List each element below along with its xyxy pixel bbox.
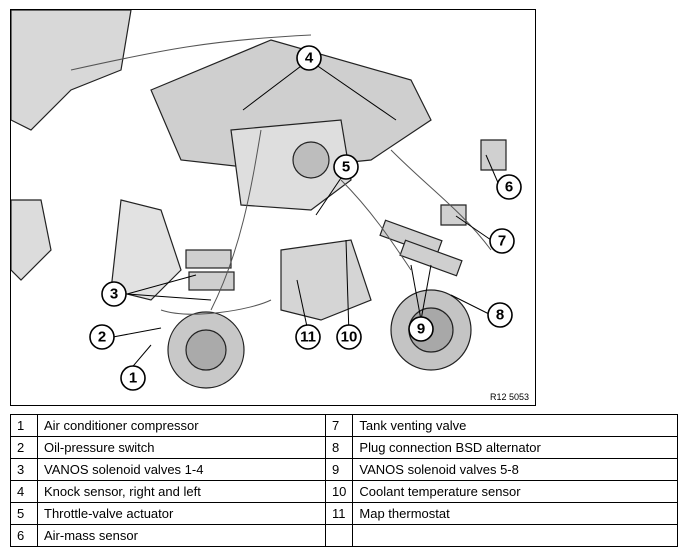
callout-1: 1 (120, 365, 146, 391)
callout-9: 9 (408, 316, 434, 342)
callout-8: 8 (487, 302, 513, 328)
legend-number: 4 (10, 480, 38, 503)
thermostat-housing (280, 239, 372, 321)
legend-number: 7 (324, 414, 354, 437)
svg-text:4: 4 (305, 50, 314, 67)
left-bracket (11, 199, 52, 281)
legend-row: 1 Air conditioner compressor 7 Tank vent… (10, 414, 678, 437)
legend-number: 10 (324, 480, 354, 503)
legend-label: Air conditioner compressor (37, 414, 326, 437)
legend-label: Oil-pressure switch (37, 436, 326, 459)
legend-row: 2 Oil-pressure switch 8 Plug connection … (10, 436, 678, 459)
throttle-body (292, 141, 330, 179)
legend-number: 9 (324, 458, 354, 481)
throttle-housing (230, 119, 352, 211)
svg-text:11: 11 (300, 329, 316, 346)
legend-row: 5 Throttle-valve actuator 11 Map thermos… (10, 502, 678, 525)
legend-number: 11 (324, 502, 354, 525)
svg-text:2: 2 (98, 329, 106, 346)
legend-number: 8 (324, 436, 354, 459)
callout-3: 3 (101, 281, 127, 307)
legend-label: Map thermostat (352, 502, 678, 525)
legend-label: Throttle-valve actuator (37, 502, 326, 525)
engine-illustration: 1 2 3 4 5 6 7 8 9 10 11 (11, 10, 522, 391)
legend-row: 6 Air-mass sensor (10, 524, 678, 547)
legend-table: 1 Air conditioner compressor 7 Tank vent… (10, 414, 678, 547)
legend-number: 3 (10, 458, 38, 481)
callout-10: 10 (336, 324, 362, 350)
air-mass-sensor-body (480, 139, 507, 171)
svg-text:6: 6 (505, 179, 513, 196)
figure-reference-code: R12 5053 (489, 392, 529, 402)
svg-text:3: 3 (110, 286, 118, 303)
svg-text:10: 10 (341, 329, 358, 346)
svg-text:7: 7 (498, 233, 506, 250)
legend-label: VANOS solenoid valves 5-8 (352, 458, 678, 481)
legend-label: Air-mass sensor (37, 524, 326, 547)
legend-number: 5 (10, 502, 38, 525)
solenoid-valve-block-left (185, 249, 232, 269)
tank-venting-valve-body (440, 204, 467, 226)
legend-row: 3 VANOS solenoid valves 1-4 9 VANOS sole… (10, 458, 678, 481)
legend-number: 2 (10, 436, 38, 459)
svg-text:5: 5 (342, 159, 350, 176)
engine-mount (110, 199, 182, 301)
svg-text:1: 1 (129, 370, 137, 387)
svg-text:9: 9 (417, 321, 425, 338)
intake-manifold (150, 39, 432, 171)
legend-label: Coolant temperature sensor (352, 480, 678, 503)
legend-number: 6 (10, 524, 38, 547)
legend-number (324, 524, 354, 547)
legend-label: Tank venting valve (352, 414, 678, 437)
callout-2: 2 (89, 324, 115, 350)
callout-7: 7 (489, 228, 515, 254)
legend-row: 4 Knock sensor, right and left 10 Coolan… (10, 480, 678, 503)
callout-4: 4 (296, 45, 322, 71)
legend-label: VANOS solenoid valves 1-4 (37, 458, 326, 481)
legend-label: Knock sensor, right and left (37, 480, 326, 503)
svg-text:8: 8 (496, 307, 504, 324)
callout-11: 11 (295, 324, 321, 350)
callout-6: 6 (496, 174, 522, 200)
legend-label: Plug connection BSD alternator (352, 436, 678, 459)
callout-5: 5 (333, 154, 359, 180)
engine-diagram: 1 2 3 4 5 6 7 8 9 10 11 R12 5053 (10, 9, 536, 406)
legend-number: 1 (10, 414, 38, 437)
legend-label (352, 524, 678, 547)
